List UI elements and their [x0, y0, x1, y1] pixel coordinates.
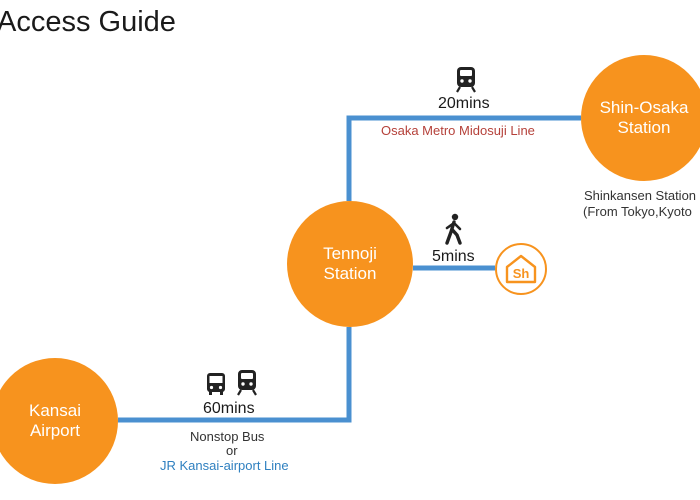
station-name: Kansai [29, 401, 81, 420]
train-icon [237, 370, 257, 396]
route-note: Nonstop Bus [190, 429, 265, 444]
shin-osaka-note: (From Tokyo,Kyoto [583, 204, 692, 219]
train-icon [456, 67, 476, 93]
route-line-name: JR Kansai-airport Line [160, 458, 289, 473]
route-tennoji-shin-osaka [346, 115, 581, 201]
station-name: Tennoji [323, 244, 377, 263]
station-kansai-airport: Kansai Airport [0, 358, 118, 484]
route-note: or [226, 443, 238, 458]
page-title: Access Guide [0, 6, 176, 38]
shin-osaka-note: Shinkansen Station [584, 188, 697, 203]
route-airport-tennoji [118, 327, 352, 423]
station-name: Station [617, 118, 671, 137]
route-line-name: Osaka Metro Midosuji Line [381, 123, 535, 138]
duration-label: 20mins [438, 95, 490, 112]
station-shin-osaka: Shin-Osaka Station [581, 55, 700, 181]
duration-label: 5mins [432, 248, 475, 265]
station-name: Station [323, 264, 377, 283]
hotel-house-icon: Sh [505, 254, 537, 284]
duration-label: 60mins [203, 400, 255, 417]
hotel-logo: Sh [495, 243, 547, 295]
station-name: Shin-Osaka [599, 98, 689, 117]
station-tennoji: Tennoji Station [287, 201, 413, 327]
hotel-logo-text: Sh [513, 266, 530, 281]
station-name: Airport [29, 421, 81, 440]
walking-person-icon [445, 213, 462, 245]
bus-icon [207, 373, 225, 395]
